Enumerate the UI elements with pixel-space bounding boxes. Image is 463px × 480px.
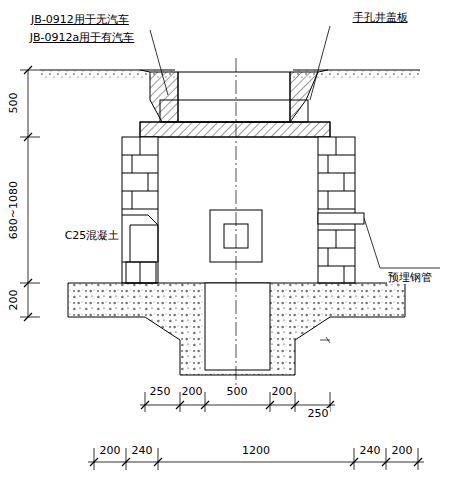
dimension: 200: [8, 289, 20, 312]
dimension: 500: [226, 386, 249, 398]
part-note: JB-0912a用于有汽车: [29, 32, 136, 44]
dimension: 500: [8, 92, 20, 115]
dimension: 240: [131, 445, 154, 457]
dimension: 200: [181, 386, 204, 398]
dimension: 200: [271, 386, 294, 398]
part-name: 预埋钢管: [387, 272, 433, 284]
dimension: 250: [307, 408, 330, 420]
dimension: 200: [391, 445, 414, 457]
material-note: C25混凝土: [64, 230, 121, 242]
dimension: 250: [149, 386, 172, 398]
part-note: JB-0912用于无汽车: [30, 14, 130, 26]
part-name: 手孔井盖板: [352, 12, 409, 24]
dimension: 200: [99, 445, 122, 457]
dimension: 240: [359, 445, 382, 457]
dimension: 1200: [241, 445, 271, 457]
dimension: 680~1080: [8, 180, 20, 240]
